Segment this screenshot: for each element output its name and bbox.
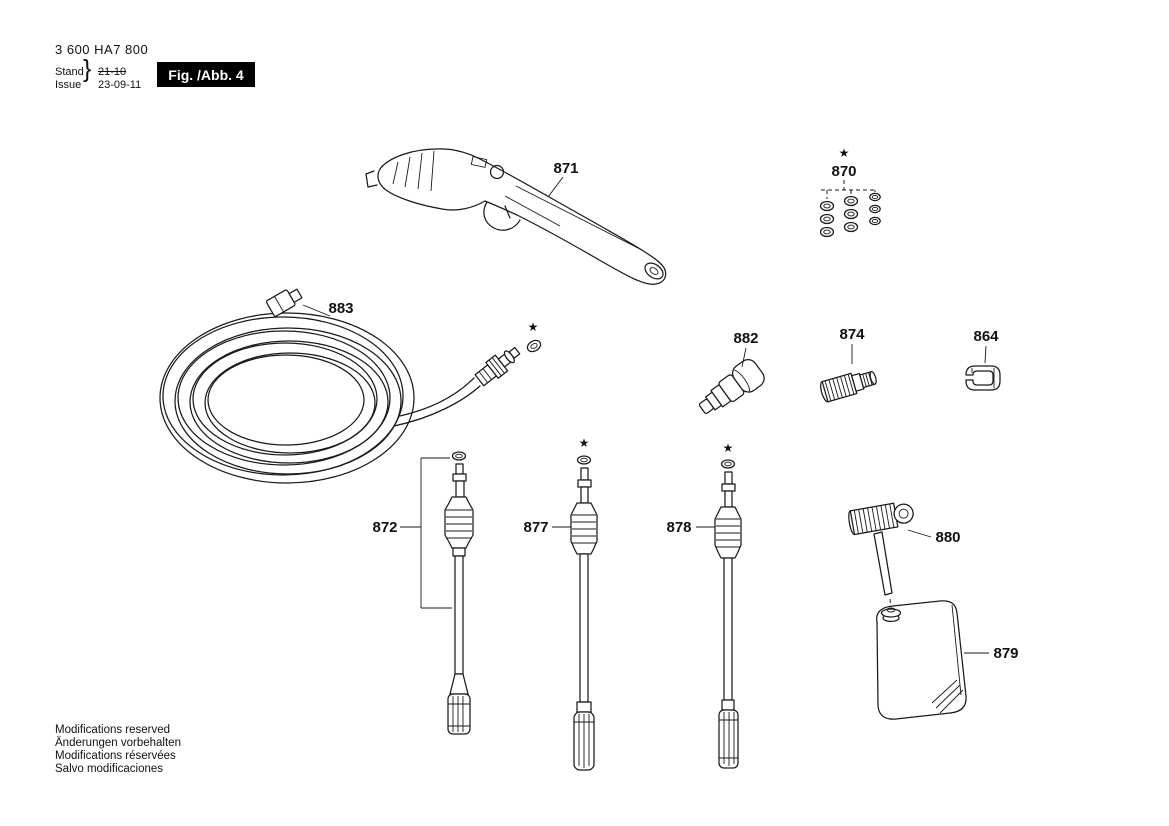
star-hose-oring: ★ [528,320,539,334]
callout-874: 874 [839,326,865,343]
lance-878-drawing [714,459,742,769]
spray-gun-drawing [365,148,667,285]
star-878: ★ [723,441,734,455]
callout-883: 883 [328,300,353,317]
issue-label: Issue [55,79,82,91]
callout-880: 880 [935,529,960,546]
header-brace: } [83,55,92,83]
tank-drawing [876,600,967,720]
lance-877-drawing [570,455,598,771]
callout-871: 871 [553,160,578,177]
footer-line-en: Modifications reserved [55,724,171,736]
hose-drawing [159,288,542,484]
star-877: ★ [579,436,590,450]
figure-label-box: Fig. /Abb. 4 [157,62,255,87]
footer-line-fr: Modifications réservées [55,750,176,762]
callout-879: 879 [993,645,1018,662]
hose-plug [265,288,303,317]
callout-882: 882 [733,330,758,347]
oring-column-left [819,200,835,238]
hose-fitting [474,346,521,387]
callout-878: 878 [666,519,691,536]
oring-kit-drawing [819,180,881,238]
callout-877: 877 [523,519,548,536]
leader-882 [741,347,747,368]
figure-label: Fig. /Abb. 4 [168,66,244,83]
stand-label: Stand [55,66,84,78]
footer-notes: Modifications reserved Änderungen vorbeh… [55,724,181,776]
elbow-nozzle-drawing [848,502,914,609]
adapter-drawing [698,359,765,415]
footer-line-de: Änderungen vorbehalten [55,737,181,749]
clip-drawing [965,365,1001,391]
part-number: 3 600 HA7 800 [55,42,149,57]
leader-880 [907,529,932,538]
callout-864: 864 [973,328,999,345]
lance-872-drawing [420,451,474,735]
oring-column-right [869,192,881,226]
leader-864 [984,345,987,364]
footer-line-es: Salvo modificaciones [55,763,164,775]
stand-value: 21-10 [98,66,127,78]
leader-871 [547,176,564,198]
oring-column-mid [843,195,859,233]
callout-870: 870 [831,163,856,180]
issue-value: 23-09-11 [98,79,142,91]
coupling-drawing [820,371,877,403]
star-870: ★ [839,146,850,160]
leader-883 [302,304,331,317]
callout-872: 872 [372,519,397,536]
callouts: 871 ★ 870 883 ★ 882 874 864 872 ★ 877 ★ … [302,146,1019,662]
